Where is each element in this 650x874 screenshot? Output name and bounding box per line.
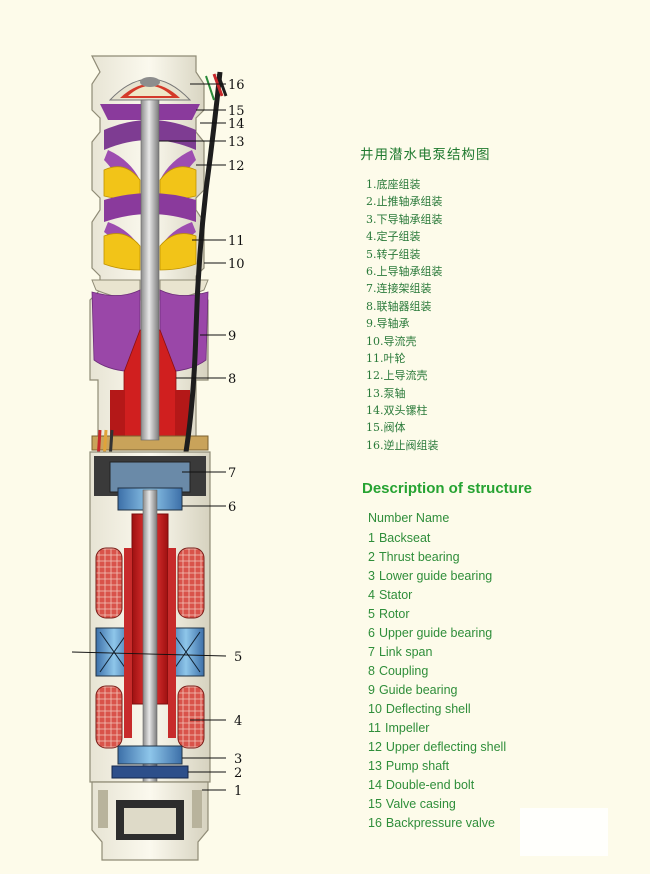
- english-part-item: 2 Thrust bearing: [368, 548, 510, 567]
- english-list-header: Number Name: [368, 511, 449, 525]
- chinese-part-item: 1.底座组装: [366, 176, 443, 193]
- callout-10: 10: [228, 257, 245, 272]
- callout-16: 16: [228, 78, 245, 93]
- chinese-part-item: 6.上导轴承组装: [366, 263, 443, 280]
- english-part-item: 3 Lower guide bearing: [368, 567, 510, 586]
- english-parts-list: 1 Backseat 2 Thrust bearing 3 Lower guide b…: [368, 529, 510, 833]
- english-part-item: 9 Guide bearing: [368, 681, 510, 700]
- callout-7: 7: [228, 466, 236, 481]
- part-number: 8: [368, 664, 375, 678]
- part-name: Backseat: [379, 531, 430, 545]
- callout-1: 1: [234, 784, 242, 799]
- chinese-part-item: 7.连接架组装: [366, 280, 443, 297]
- callout-12: 12: [228, 159, 245, 174]
- motor-section: [90, 430, 210, 860]
- callout-13: 13: [228, 135, 245, 150]
- callout-5: 5: [234, 650, 242, 665]
- english-part-item: 11 Impeller: [368, 719, 510, 738]
- callout-14: 14: [228, 117, 245, 132]
- part-number: 15: [368, 797, 382, 811]
- part-number: 7: [368, 645, 375, 659]
- part-name: Deflecting shell: [386, 702, 471, 716]
- part-name: Impeller: [385, 721, 429, 735]
- part-name: Upper guide bearing: [379, 626, 492, 640]
- part-number: 14: [368, 778, 382, 792]
- chinese-part-item: 15.阀体: [366, 419, 443, 436]
- english-part-item: 13 Pump shaft: [368, 757, 510, 776]
- part-number: 13: [368, 759, 382, 773]
- part-number: 16: [368, 816, 382, 830]
- watermark-patch: [520, 808, 608, 856]
- chinese-part-item: 11.叶轮: [366, 350, 443, 367]
- chinese-part-item: 4.定子组装: [366, 228, 443, 245]
- part-name: Guide bearing: [379, 683, 458, 697]
- callout-11: 11: [228, 234, 245, 249]
- callout-6: 6: [228, 500, 236, 515]
- part-number: 11: [368, 721, 381, 735]
- part-name: Link span: [379, 645, 433, 659]
- english-part-item: 16 Backpressure valve: [368, 814, 510, 833]
- part-name: Backpressure valve: [386, 816, 495, 830]
- part-number: 6: [368, 626, 375, 640]
- chinese-part-item: 9.导轴承: [366, 315, 443, 332]
- english-part-item: 12 Upper deflecting shell: [368, 738, 510, 757]
- chinese-part-item: 14.双头镙柱: [366, 402, 443, 419]
- chinese-part-item: 5.转子组装: [366, 246, 443, 263]
- chinese-part-item: 2.止推轴承组装: [366, 193, 443, 210]
- chinese-part-item: 10.导流壳: [366, 333, 443, 350]
- part-name: Thrust bearing: [379, 550, 460, 564]
- english-part-item: 10 Deflecting shell: [368, 700, 510, 719]
- english-title: Description of structure: [362, 480, 532, 497]
- part-number: 3: [368, 569, 375, 583]
- chinese-part-item: 3.下导轴承组装: [366, 211, 443, 228]
- part-name: Upper deflecting shell: [386, 740, 506, 754]
- part-number: 9: [368, 683, 375, 697]
- part-name: Lower guide bearing: [379, 569, 492, 583]
- english-part-item: 7 Link span: [368, 643, 510, 662]
- part-number: 5: [368, 607, 375, 621]
- callout-9: 9: [228, 329, 236, 344]
- english-part-item: 8 Coupling: [368, 662, 510, 681]
- chinese-part-item: 12.上导流壳: [366, 367, 443, 384]
- part-name: Rotor: [379, 607, 410, 621]
- part-name: Double-end bolt: [386, 778, 474, 792]
- callout-4: 4: [234, 714, 242, 729]
- chinese-part-item: 16.逆止阀组装: [366, 437, 443, 454]
- part-name: Coupling: [379, 664, 428, 678]
- chinese-title: 井用潜水电泵结构图: [360, 143, 491, 163]
- chinese-part-item: 13.泵轴: [366, 385, 443, 402]
- chinese-parts-list: 1.底座组装 2.止推轴承组装 3.下导轴承组装 4.定子组装 5.转子组装 6…: [366, 176, 443, 454]
- callout-2: 2: [234, 766, 242, 781]
- part-name: Pump shaft: [386, 759, 449, 773]
- part-name: Stator: [379, 588, 412, 602]
- english-part-item: 4 Stator: [368, 586, 510, 605]
- part-number: 1: [368, 531, 375, 545]
- part-number: 4: [368, 588, 375, 602]
- callout-numbers: 16 15 14 13 12 11 10 9 8 7 6 5 4 3 2 1: [228, 78, 245, 799]
- part-number: 12: [368, 740, 382, 754]
- english-part-item: 6 Upper guide bearing: [368, 624, 510, 643]
- english-part-item: 5 Rotor: [368, 605, 510, 624]
- part-name: Valve casing: [386, 797, 456, 811]
- callout-8: 8: [228, 372, 236, 387]
- part-number: 10: [368, 702, 382, 716]
- chinese-part-item: 8.联轴器组装: [366, 298, 443, 315]
- english-part-item: 15 Valve casing: [368, 795, 510, 814]
- callout-3: 3: [234, 752, 242, 767]
- english-part-item: 1 Backseat: [368, 529, 510, 548]
- pump-section: [90, 56, 226, 452]
- part-number: 2: [368, 550, 375, 564]
- english-part-item: 14 Double-end bolt: [368, 776, 510, 795]
